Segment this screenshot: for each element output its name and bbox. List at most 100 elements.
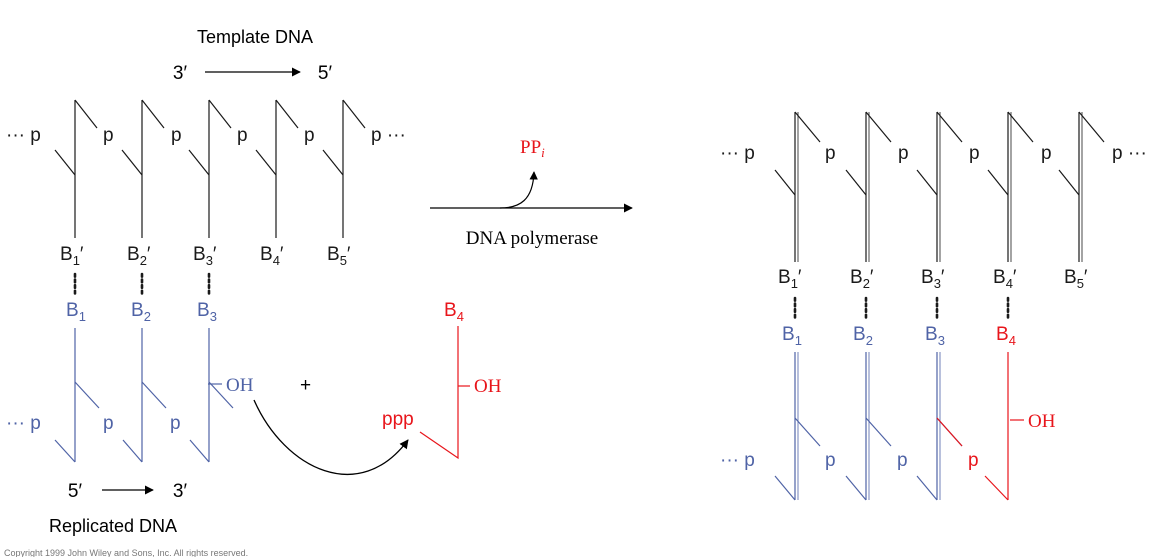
product-base-4: B4: [996, 324, 1016, 348]
right-product-link-1: [845, 475, 867, 501]
primer-base-1: B1: [66, 300, 86, 324]
left-template-base-2: B2′: [127, 244, 151, 268]
left-template-link-3: [255, 149, 277, 176]
right-product-backbone: [774, 352, 1009, 501]
right-template-link-1: [845, 169, 867, 196]
right-template-top-2: [865, 111, 892, 143]
right-template-base-3: B3′: [921, 267, 945, 291]
replicated-dna-title: Replicated DNA: [49, 516, 177, 536]
left-hydrogen-bonds: [73, 272, 211, 298]
right-template-top-4: [1007, 111, 1034, 143]
incoming-3prime-oh: OH: [474, 376, 502, 397]
left-primer-link-2: [189, 439, 210, 463]
left-primer-link-1: [122, 439, 143, 463]
left-primer-backbone: [54, 328, 234, 463]
left-primer-bond-1: [74, 381, 100, 409]
right-template-p-start: ··· p: [720, 143, 755, 164]
curved-attack-arrow-icon: [253, 399, 409, 476]
left-primer-strand: B1 B2 B3 ··· p p p OH: [6, 300, 254, 463]
product-3prime-oh: OH: [1028, 411, 1056, 432]
right-template-p-1: p: [825, 143, 836, 164]
right-template-top-5: [1078, 111, 1105, 143]
left-primer-bond-2: [141, 381, 167, 409]
left-primer-link-start: [54, 439, 76, 463]
plus-sign: +: [300, 375, 311, 396]
left-template-link-1: [121, 149, 143, 176]
right-product-new-link: [984, 475, 1009, 501]
left-template-p-4: p: [304, 125, 315, 146]
product-base-3: B3: [925, 324, 945, 348]
primer-base-2: B2: [131, 300, 151, 324]
right-template-link-3: [987, 169, 1009, 196]
right-template-link-2: [916, 169, 938, 196]
template-dna-title: Template DNA: [197, 27, 313, 47]
left-template-base-4: B4′: [260, 244, 284, 268]
template-direction-5prime: 5′: [318, 63, 333, 84]
right-template-top-3: [936, 111, 963, 143]
right-template-link-start: [774, 169, 796, 196]
right-template-top-1: [794, 111, 821, 143]
left-template-base-1: B1′: [60, 244, 84, 268]
product-base-2: B2: [853, 324, 873, 348]
replicated-direction: 5′ 3′ Replicated DNA: [49, 481, 188, 536]
primer-p-1: p: [103, 413, 114, 434]
right-hydrogen-bonds: [793, 296, 1010, 322]
product-base-1: B1: [782, 324, 802, 348]
right-template-strand: ··· p p p p p p ··· B1′ B2′ B3′ B4′ B5′: [720, 111, 1147, 291]
right-product-bond-1: [794, 417, 821, 447]
left-template-strand: Template DNA 3′ 5′ ··· p p p p p p ··· B…: [6, 27, 406, 268]
left-template-top-2: [141, 99, 165, 129]
left-template-p-end: p ···: [371, 125, 406, 146]
incoming-dntp: B4 OH ppp: [382, 300, 502, 460]
left-template-link-4: [322, 149, 344, 176]
left-template-p-1: p: [103, 125, 114, 146]
copyright-notice: Copyright 1999 John Wiley and Sons, Inc.…: [4, 548, 248, 557]
right-template-p-4: p: [1041, 143, 1052, 164]
right-template-base-1: B1′: [778, 267, 802, 291]
left-template-base-5: B5′: [327, 244, 351, 268]
incoming-base: B4: [444, 300, 464, 324]
right-template-p-end: p ···: [1112, 143, 1147, 164]
right-product-link-start: [774, 475, 796, 501]
pyrophosphate-label: PPi: [520, 137, 545, 160]
left-template-top-3: [208, 99, 232, 129]
left-template-top-4: [275, 99, 299, 129]
left-template-p-2: p: [171, 125, 182, 146]
primer-p-start: ··· p: [6, 413, 41, 434]
left-template-link-start: [54, 149, 76, 176]
incoming-sugar-backbone: [419, 326, 459, 460]
primer-p-2: p: [170, 413, 181, 434]
right-product-new-bond: [936, 417, 963, 447]
right-template-backbone: [774, 111, 1105, 262]
left-template-top-1: [74, 99, 98, 129]
product-p-new: p: [968, 450, 979, 471]
left-template-top-5: [342, 99, 366, 129]
right-template-base-5: B5′: [1064, 267, 1088, 291]
right-product-bond-2: [865, 417, 892, 447]
primer-base-3: B3: [197, 300, 217, 324]
right-template-base-2: B2′: [850, 267, 874, 291]
right-template-base-4: B4′: [993, 267, 1017, 291]
left-template-p-3: p: [237, 125, 248, 146]
right-template-link-4: [1058, 169, 1080, 196]
product-p-1: p: [825, 450, 836, 471]
primer-3prime-oh: OH: [226, 375, 254, 396]
product-p-2: p: [897, 450, 908, 471]
replicated-direction-3prime: 3′: [173, 481, 188, 502]
left-template-backbone: [54, 99, 366, 238]
reaction-arrow-group: PPi DNA polymerase: [430, 137, 633, 249]
right-product-link-2: [916, 475, 938, 501]
right-template-p-2: p: [898, 143, 909, 164]
dna-polymerase-label: DNA polymerase: [466, 228, 598, 249]
left-template-base-3: B3′: [193, 244, 217, 268]
replicated-direction-5prime: 5′: [68, 481, 83, 502]
curved-up-arrow-icon: [499, 171, 538, 209]
template-direction-3prime: 3′: [173, 63, 188, 84]
left-primer-bond-3: [208, 381, 234, 409]
left-template-link-2: [188, 149, 210, 176]
left-template-p-start: ··· p: [6, 125, 41, 146]
product-p-start: ··· p: [720, 450, 755, 471]
incoming-triphosphate: ppp: [382, 409, 414, 430]
right-template-p-3: p: [969, 143, 980, 164]
